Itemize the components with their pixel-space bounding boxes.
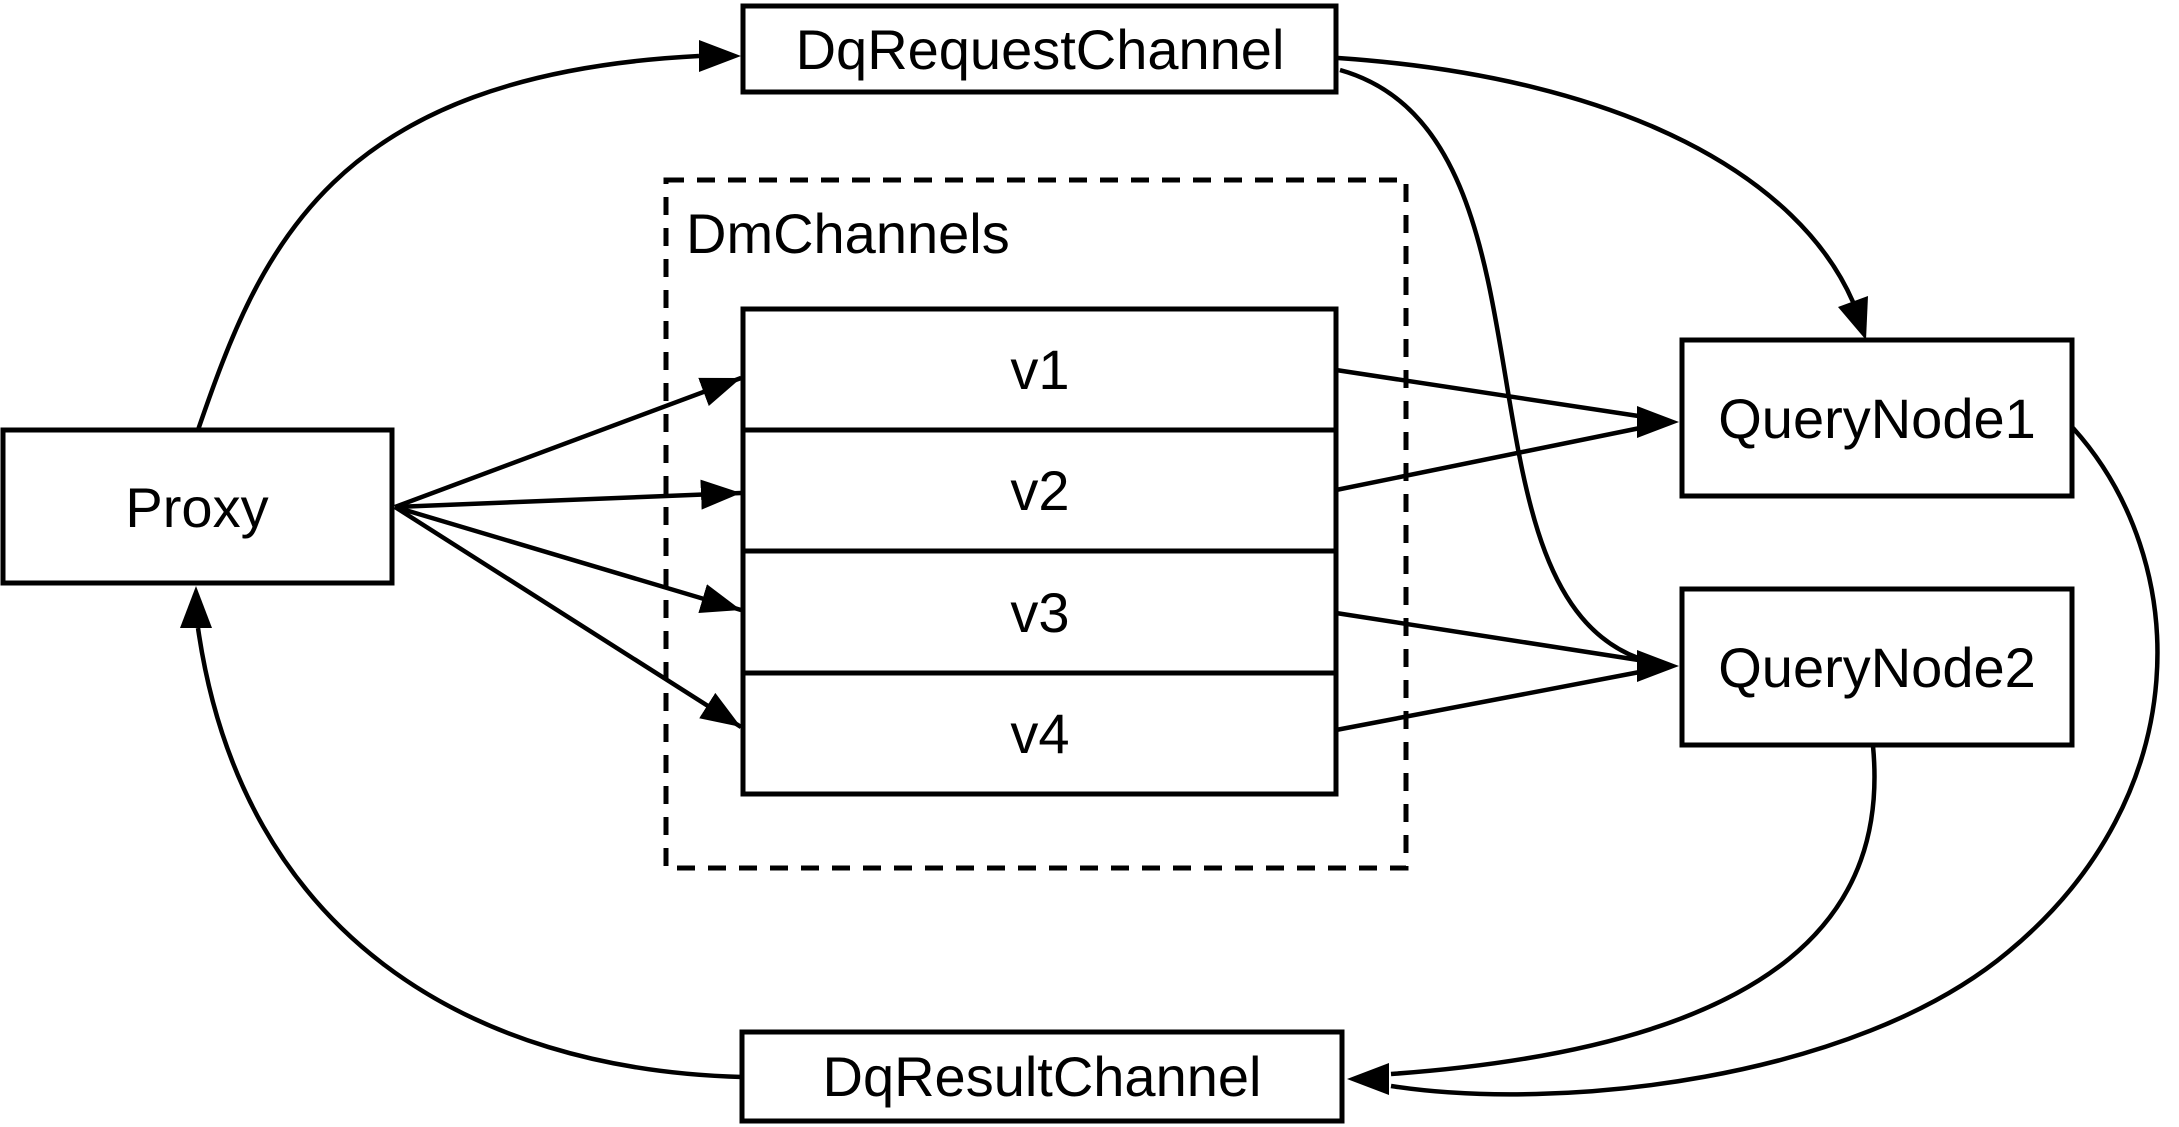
dq-request-channel-node: DqRequestChannel bbox=[740, 3, 1339, 95]
channel-v4-label: v4 bbox=[1010, 702, 1069, 765]
dq-result-channel-node-label: DqResultChannel bbox=[823, 1045, 1262, 1108]
query-node-1-label: QueryNode1 bbox=[1718, 387, 2036, 450]
arrowhead-into-dq-result-channel-icon bbox=[1347, 1063, 1389, 1095]
arrowhead-into-query-node-1-top-icon bbox=[1838, 296, 1868, 340]
edge-proxy-to-v2 bbox=[394, 479, 742, 510]
edge-query-node-2-to-dq-result-channel bbox=[1390, 745, 1877, 1077]
channel-v1-label: v1 bbox=[1010, 338, 1069, 401]
edge-dq-result-channel-to-proxy bbox=[195, 627, 743, 1080]
edge-proxy-to-v1 bbox=[394, 375, 742, 510]
channel-v3-label: v3 bbox=[1010, 581, 1069, 644]
edge-v4-to-query-node-2 bbox=[1335, 668, 1646, 733]
edge-v2-to-query-node-1 bbox=[1335, 424, 1646, 493]
edge-query-node-1-to-dq-result-channel bbox=[1390, 426, 2160, 1097]
dq-result-channel-node-box bbox=[739, 1029, 1345, 1124]
proxy-node-label: Proxy bbox=[125, 476, 268, 539]
proxy-node: Proxy bbox=[0, 427, 395, 586]
dm-channels-dashed-border bbox=[663, 177, 1409, 871]
query-node-2-label: QueryNode2 bbox=[1718, 636, 2036, 699]
edge-dq-request-channel-to-query-node-1 bbox=[1337, 55, 1856, 303]
edge-v1-to-query-node-1 bbox=[1335, 367, 1646, 420]
query-node-2-box bbox=[1679, 586, 2075, 748]
dq-result-channel-node: DqResultChannel bbox=[739, 1029, 1345, 1124]
query-node-2-node: QueryNode2 bbox=[1679, 586, 2075, 748]
arrowhead-into-proxy-bottom-icon bbox=[180, 586, 212, 628]
dm-channels-group: DmChannels v1 v2 v3 v4 bbox=[663, 177, 1409, 871]
dq-request-channel-node-box bbox=[740, 3, 1339, 95]
dq-request-channel-node-label: DqRequestChannel bbox=[796, 18, 1285, 81]
proxy-node-box bbox=[0, 427, 395, 586]
dm-channels-group-label: DmChannels bbox=[686, 202, 1010, 265]
query-node-1-box bbox=[1679, 337, 2075, 499]
query-node-1-node: QueryNode1 bbox=[1679, 337, 2075, 499]
arrowhead-into-query-node-2-left-icon bbox=[1637, 650, 1679, 682]
edge-v3-to-query-node-2 bbox=[1335, 610, 1646, 664]
edge-dq-request-channel-to-query-node-2 bbox=[1339, 67, 1639, 661]
channel-v2-label: v2 bbox=[1010, 459, 1069, 522]
arrowhead-into-dq-request-channel-icon bbox=[699, 40, 741, 72]
edge-proxy-to-v3 bbox=[394, 504, 742, 613]
arrowhead-into-query-node-1-left-icon bbox=[1637, 406, 1679, 438]
edge-proxy-to-v4 bbox=[393, 505, 743, 729]
edge-proxy-to-dq-request-channel bbox=[195, 53, 700, 431]
